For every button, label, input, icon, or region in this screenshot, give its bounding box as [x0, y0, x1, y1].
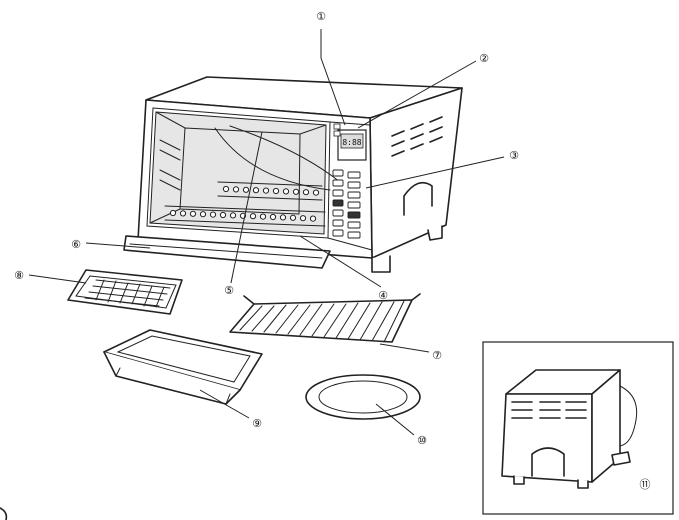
- callout-7: ⑦: [432, 349, 442, 362]
- upper-rack-rail: [217, 181, 323, 201]
- rear-view-oven: [501, 369, 638, 489]
- partial-shape: [0, 507, 8, 520]
- control-panel: 8:88: [332, 123, 367, 239]
- callout-1: ①: [316, 10, 326, 23]
- svg-text:⑧: ⑧: [14, 269, 24, 282]
- glass-window: [149, 111, 327, 235]
- svg-text:①: ①: [316, 10, 326, 23]
- callout-11: ⑪: [640, 478, 651, 491]
- lcd-readout: 8:88: [342, 138, 361, 147]
- baking-tray: [67, 269, 183, 315]
- svg-text:③: ③: [509, 149, 519, 162]
- lower-rack-rail: [164, 205, 326, 227]
- side-handle: [403, 181, 433, 216]
- callout-4: ④: [378, 289, 388, 302]
- broil-pan: [103, 329, 263, 405]
- callout-3: ③: [509, 149, 519, 162]
- svg-text:②: ②: [479, 52, 489, 65]
- callout-5: ⑤: [224, 284, 234, 297]
- callout-2: ②: [479, 52, 489, 65]
- leader-lines: [28, 29, 505, 436]
- callout-8: ⑧: [14, 269, 24, 282]
- svg-text:⑤: ⑤: [224, 284, 234, 297]
- svg-text:⑥: ⑥: [71, 238, 81, 251]
- svg-text:⑪: ⑪: [640, 478, 651, 491]
- side-vents: [391, 116, 443, 157]
- pizza-pan: [305, 374, 421, 420]
- oven-foot: [371, 255, 391, 273]
- callout-9: ⑨: [252, 417, 262, 430]
- callout-10: ⑩: [417, 434, 427, 447]
- svg-text:④: ④: [378, 289, 388, 302]
- oven-foot: [427, 225, 443, 241]
- wire-rack: [229, 293, 421, 343]
- callout-6: ⑥: [71, 238, 81, 251]
- svg-text:⑦: ⑦: [432, 349, 442, 362]
- svg-text:⑩: ⑩: [417, 434, 427, 447]
- crumb-tray: [123, 235, 331, 269]
- svg-text:⑨: ⑨: [252, 417, 262, 430]
